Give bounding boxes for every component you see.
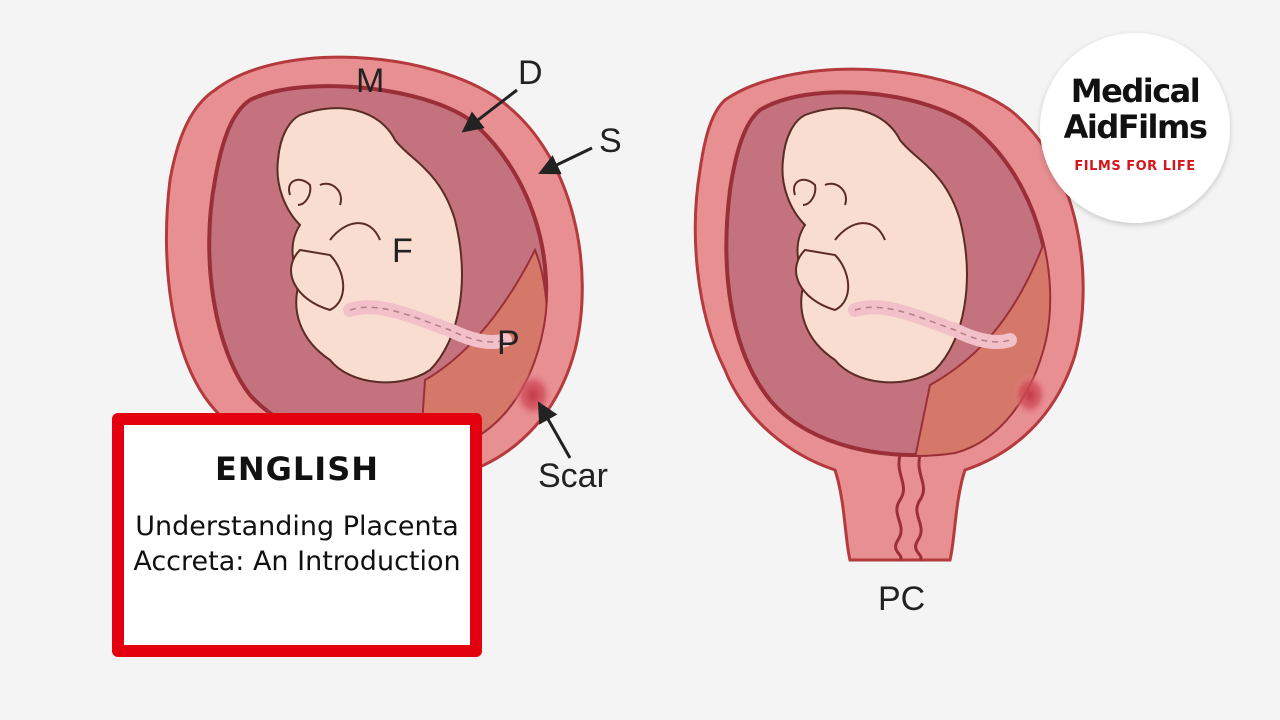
label-decidua: D (518, 56, 543, 90)
logo-line-aidfilms: AidFilms (1040, 111, 1230, 143)
label-scar: Scar (538, 459, 608, 493)
label-placenta: P (497, 326, 520, 360)
arrow-scar (540, 405, 570, 458)
label-myometrium: M (356, 64, 384, 98)
title-language: ENGLISH (124, 453, 470, 485)
right-uterus (695, 69, 1083, 560)
right-scar (1012, 373, 1048, 417)
label-fetus: F (392, 234, 413, 268)
title-card: ENGLISH Understanding Placenta Accreta: … (112, 413, 482, 657)
left-scar (513, 371, 553, 419)
logo-tagline: FILMS FOR LIFE (1040, 160, 1230, 173)
medical-aid-films-logo: Medical AidFilms FILMS FOR LIFE (1040, 33, 1230, 223)
title-text: Understanding Placenta Accreta: An Intro… (124, 509, 470, 579)
label-placenta-condition: PC (878, 582, 925, 616)
logo-line-medical: Medical (1040, 75, 1230, 107)
label-serosa: S (599, 124, 622, 158)
